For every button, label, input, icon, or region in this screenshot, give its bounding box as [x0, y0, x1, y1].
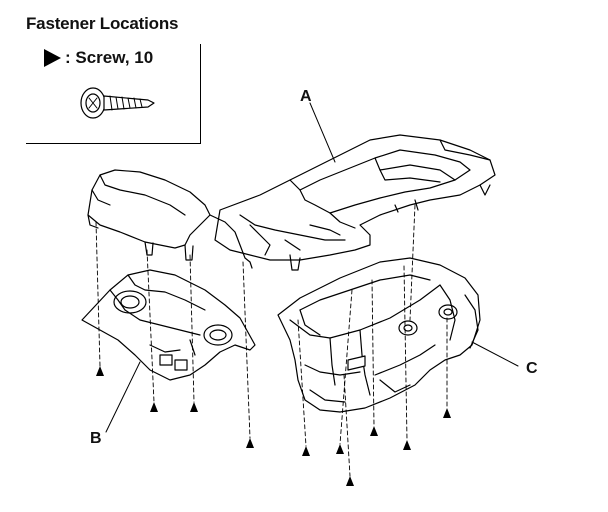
callout-a: A [300, 88, 312, 105]
fastener-arrow-icon [190, 402, 198, 412]
page-title: Fastener Locations [26, 14, 179, 33]
fastener-arrow-icon [150, 402, 158, 412]
legend-screw: : Screw, 10 [44, 48, 153, 68]
upper-frame-a [214, 134, 496, 271]
fastener-guides [95, 204, 448, 477]
console-box-c [277, 257, 481, 413]
leader-lines [105, 102, 519, 433]
lower-bracket-b [81, 269, 256, 381]
callout-b: B [90, 430, 102, 447]
legend-divider-vertical [200, 44, 201, 144]
fastener-arrow-icon [370, 426, 378, 436]
screw-icon [80, 87, 155, 119]
triangle-arrow-icon [44, 49, 61, 67]
fastener-arrow-icon [443, 408, 451, 418]
fastener-arrow-icon [403, 440, 411, 450]
fastener-arrow-icon [346, 476, 354, 486]
fastener-arrow-icon [336, 444, 344, 454]
legend-label: : Screw, 10 [65, 48, 154, 67]
legend-divider-horizontal [26, 143, 201, 144]
fastener-arrow-icon [96, 366, 104, 376]
fastener-arrow-icon [246, 438, 254, 448]
cover-shell [87, 169, 253, 269]
fastener-markers [96, 366, 451, 486]
fastener-arrow-icon [302, 446, 310, 456]
callout-c: C [526, 360, 538, 377]
